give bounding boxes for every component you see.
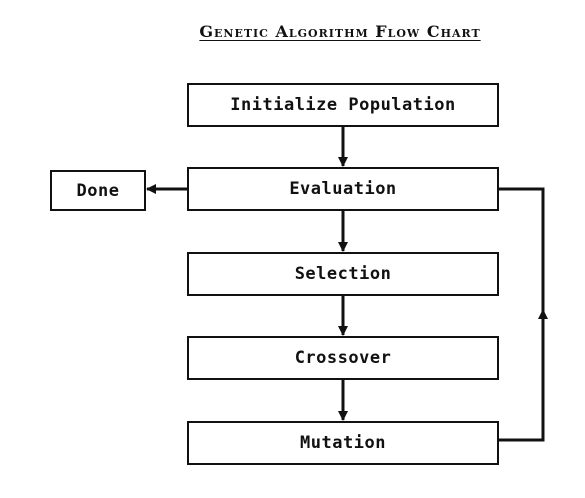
- diagram-title: Genetic Algorithm Flow Chart: [199, 22, 481, 41]
- node-crossover: Crossover: [187, 336, 499, 380]
- edge-mutation-evaluation: [499, 309, 548, 442]
- node-done: Done: [50, 170, 146, 211]
- node-selection: Selection: [187, 252, 499, 296]
- node-mutation: Mutation: [187, 421, 499, 465]
- node-initialize-population: Initialize Population: [187, 83, 499, 127]
- node-evaluation: Evaluation: [187, 167, 499, 211]
- edge-loop-upper: [499, 187, 545, 312]
